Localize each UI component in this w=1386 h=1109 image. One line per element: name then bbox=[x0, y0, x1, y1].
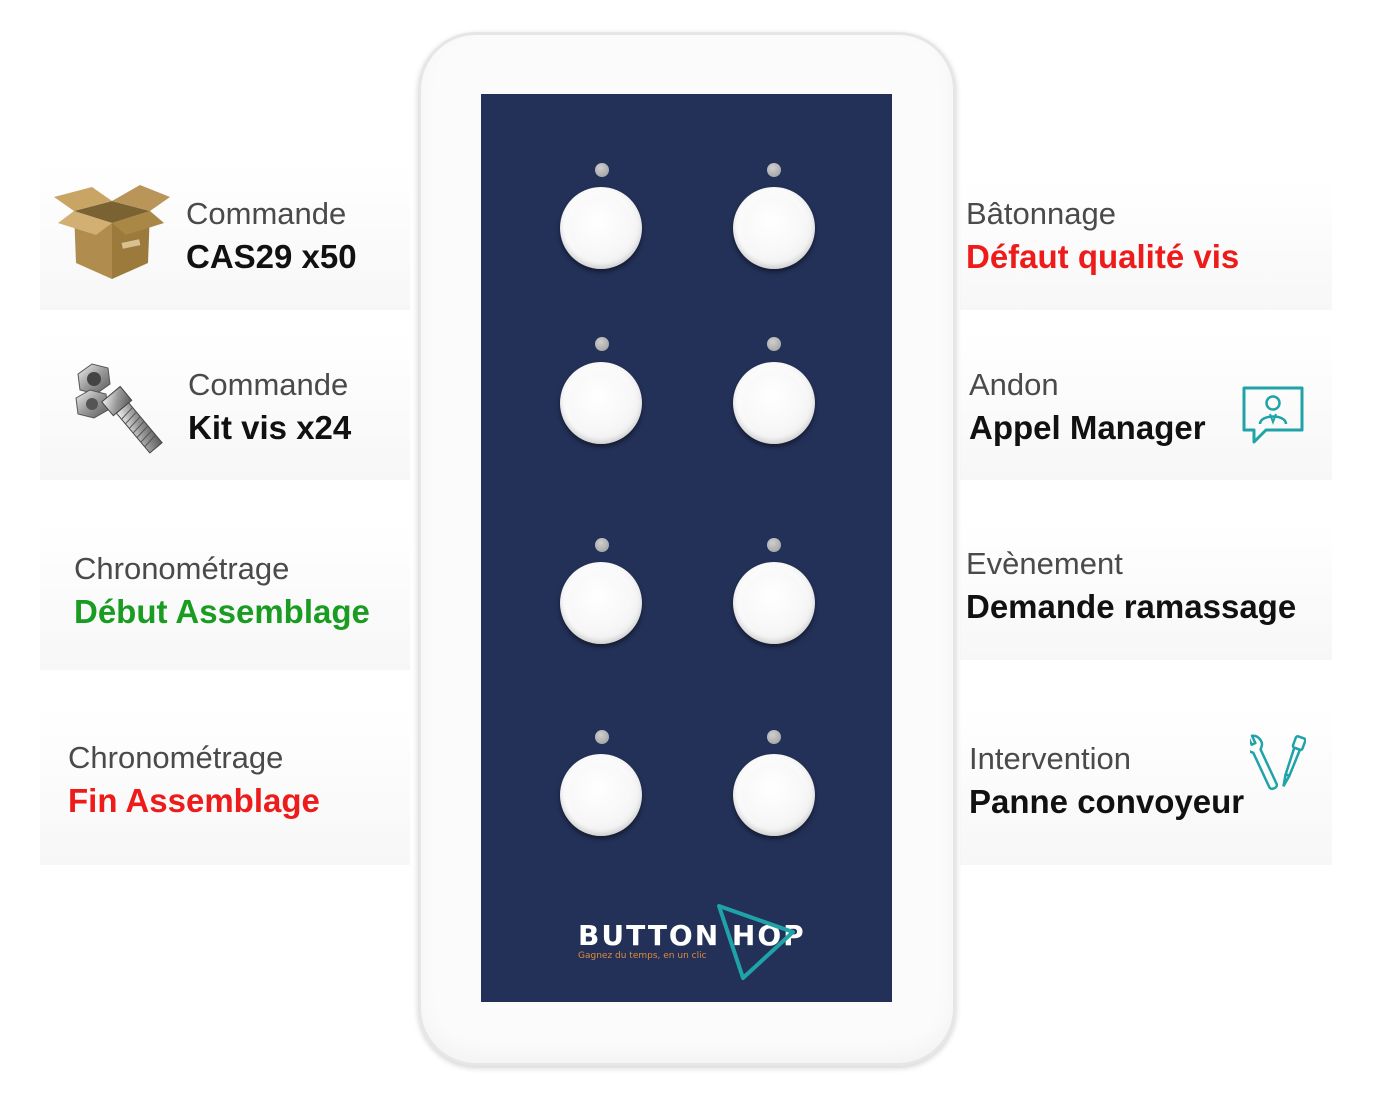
status-led-1 bbox=[595, 163, 609, 177]
left-label-3: Chronométrage Début Assemblage bbox=[74, 551, 370, 631]
label-card-right-2 bbox=[960, 330, 1332, 480]
device-button-4[interactable] bbox=[733, 362, 815, 444]
right-label-4: Intervention Panne convoyeur bbox=[969, 741, 1244, 821]
label-action: Défaut qualité vis bbox=[966, 237, 1240, 275]
status-led-3 bbox=[595, 337, 609, 351]
label-category: Andon bbox=[969, 367, 1059, 402]
device-button-7[interactable] bbox=[560, 754, 642, 836]
status-led-8 bbox=[767, 730, 781, 744]
device-button-8[interactable] bbox=[733, 754, 815, 836]
status-led-4 bbox=[767, 337, 781, 351]
label-category: Evènement bbox=[966, 546, 1123, 581]
left-label-1: Commande CAS29 x50 bbox=[186, 196, 357, 276]
left-label-4: Chronométrage Fin Assemblage bbox=[68, 740, 320, 820]
label-category: Commande bbox=[188, 367, 349, 402]
right-label-3: Evènement Demande ramassage bbox=[966, 546, 1296, 626]
label-category: Chronométrage bbox=[68, 740, 284, 775]
label-category: Commande bbox=[186, 196, 347, 231]
label-card-right-3 bbox=[960, 520, 1332, 660]
status-led-2 bbox=[767, 163, 781, 177]
status-led-5 bbox=[595, 538, 609, 552]
cardboard-box-icon bbox=[54, 185, 170, 279]
label-action: Demande ramassage bbox=[966, 587, 1297, 625]
label-card-right-4 bbox=[960, 705, 1332, 865]
button-panel: BUTTON HOP Gagnez du temps, en un clic bbox=[481, 94, 892, 1002]
device-button-6[interactable] bbox=[733, 562, 815, 644]
device-button-2[interactable] bbox=[733, 187, 815, 269]
label-action: Kit vis x24 bbox=[188, 408, 352, 446]
label-category: Chronométrage bbox=[74, 551, 290, 586]
device-button-3[interactable] bbox=[560, 362, 642, 444]
left-label-2: Commande Kit vis x24 bbox=[188, 367, 351, 447]
label-category: Bâtonnage bbox=[966, 196, 1116, 231]
right-label-2: Andon Appel Manager bbox=[969, 367, 1206, 447]
button-hop-device: BUTTON HOP Gagnez du temps, en un clic bbox=[418, 32, 956, 1066]
status-led-7 bbox=[595, 730, 609, 744]
right-label-1: Bâtonnage Défaut qualité vis bbox=[966, 196, 1239, 276]
label-card-right-1 bbox=[960, 180, 1332, 310]
status-led-6 bbox=[767, 538, 781, 552]
label-card-left-4 bbox=[40, 705, 410, 865]
brand-tagline: Gagnez du temps, en un clic bbox=[578, 951, 707, 961]
label-action: Appel Manager bbox=[969, 408, 1206, 446]
label-card-left-3 bbox=[40, 520, 410, 670]
device-button-5[interactable] bbox=[560, 562, 642, 644]
label-category: Intervention bbox=[969, 741, 1131, 776]
label-action: Panne convoyeur bbox=[969, 782, 1245, 820]
device-button-1[interactable] bbox=[560, 187, 642, 269]
bolt-and-nut-icon bbox=[75, 363, 163, 454]
manager-chat-icon bbox=[1242, 386, 1304, 444]
label-action: CAS29 x50 bbox=[186, 237, 357, 275]
label-action: Fin Assemblage bbox=[68, 781, 320, 819]
play-triangle-logo-icon bbox=[717, 904, 795, 980]
label-action: Début Assemblage bbox=[74, 592, 370, 630]
wrench-screwdriver-icon bbox=[1250, 734, 1306, 791]
